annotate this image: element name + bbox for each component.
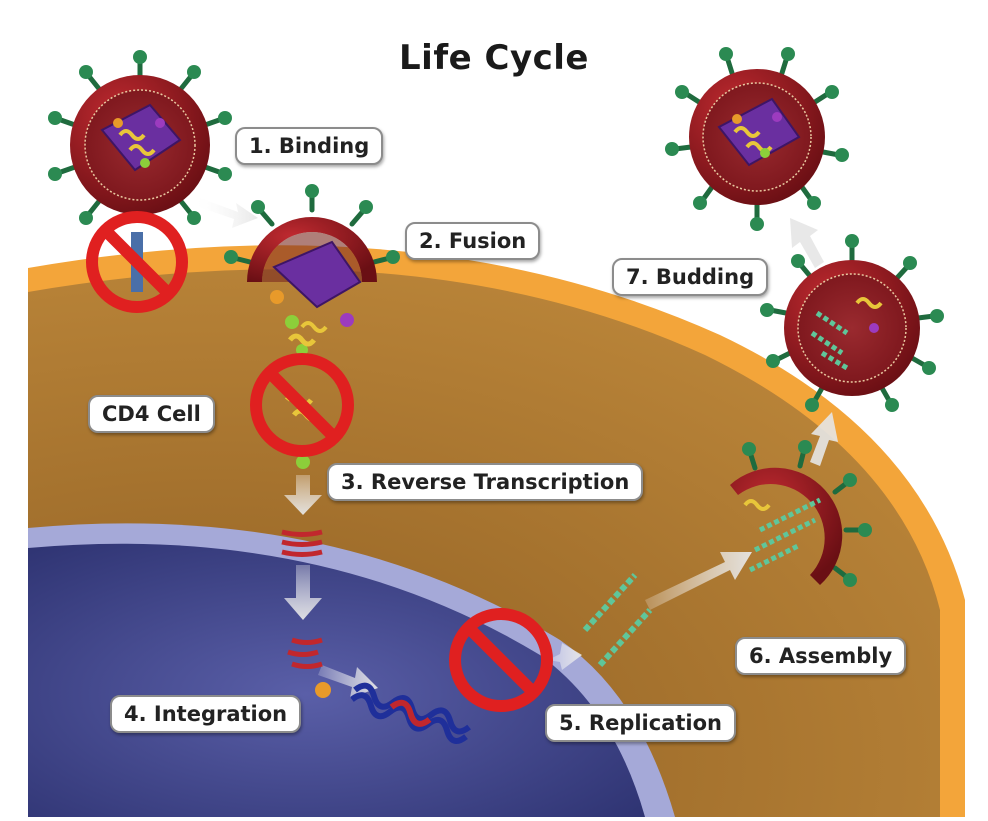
process-arrows xyxy=(196,198,838,698)
diagram-title: Life Cycle xyxy=(399,38,589,78)
virus-icon xyxy=(730,440,872,587)
dna-helix-icon xyxy=(281,529,331,698)
virus-icon xyxy=(665,47,849,231)
no-entry-icon xyxy=(449,608,553,712)
label-binding: 1. Binding xyxy=(235,127,384,165)
protein-strand-icon xyxy=(582,572,653,668)
arrow-icon xyxy=(790,218,824,268)
label-replication: 5. Replication xyxy=(545,704,736,742)
no-entry-icon xyxy=(250,353,354,457)
virus-icon xyxy=(224,184,400,356)
label-integration: 4. Integration xyxy=(110,695,302,733)
arrow-icon xyxy=(318,665,378,698)
label-fusion: 2. Fusion xyxy=(405,222,541,260)
arrow-icon xyxy=(196,198,258,228)
virus-icon xyxy=(760,234,944,412)
arrow-icon xyxy=(548,643,582,670)
label-assembly: 6. Assembly xyxy=(735,637,907,675)
dna-helix-icon xyxy=(350,682,471,744)
protein-strand-icon xyxy=(288,333,316,469)
no-entry-icon xyxy=(86,211,188,313)
arrow-icon xyxy=(645,552,752,610)
arrow-icon xyxy=(284,475,322,515)
label-budding: 7. Budding xyxy=(612,258,769,296)
label-cd4-cell: CD4 Cell xyxy=(88,395,215,433)
arrow-icon xyxy=(810,412,838,466)
label-reverse-transcription: 3. Reverse Transcription xyxy=(327,463,644,501)
arrow-icon xyxy=(284,565,322,620)
virus-icon xyxy=(48,50,232,225)
